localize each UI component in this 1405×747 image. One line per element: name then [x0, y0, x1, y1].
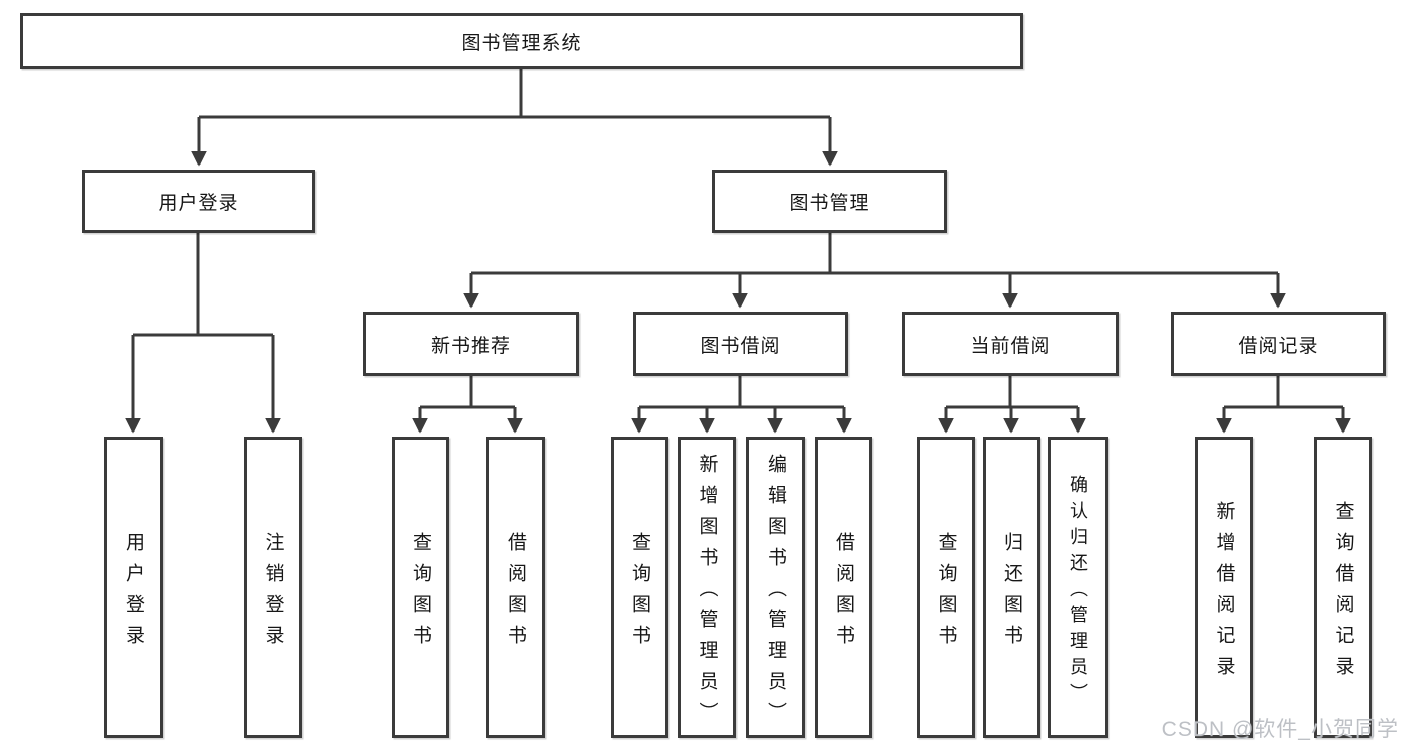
- leaf-borrow-books: 借阅图书: [815, 437, 872, 738]
- node-book-borrow-label: 图书借阅: [700, 335, 781, 357]
- node-new-book-recommend-label: 新书推荐: [430, 335, 511, 357]
- node-book-management: 图书管理: [712, 170, 947, 233]
- node-root-label: 图书管理系统: [461, 32, 582, 54]
- leaf-borrow-books-recommend-label: 借阅图书: [505, 531, 526, 656]
- leaf-query-books-recommend-label: 查询图书: [410, 531, 431, 656]
- node-user-login: 用户登录: [82, 170, 315, 233]
- node-book-management-label: 图书管理: [789, 193, 870, 214]
- node-borrow-records-label: 借阅记录: [1238, 335, 1319, 357]
- leaf-query-borrow-record: 查询借阅记录: [1314, 437, 1372, 738]
- leaf-query-borrow-record-label: 查询借阅记录: [1332, 500, 1354, 687]
- leaf-edit-books-admin: 编辑图书（管理员）: [746, 437, 805, 738]
- node-book-borrow: 图书借阅: [633, 312, 848, 376]
- leaf-query-books-borrow: 查询图书: [611, 437, 668, 738]
- leaf-query-books-current: 查询图书: [917, 437, 975, 738]
- leaf-query-books-current-label: 查询图书: [935, 531, 957, 656]
- leaf-confirm-return-admin: 确认归还（管理员）: [1048, 437, 1108, 738]
- leaf-borrow-books-label: 借阅图书: [833, 531, 854, 656]
- node-root: 图书管理系统: [20, 13, 1023, 69]
- leaf-user-login-label: 用户登录: [123, 531, 144, 656]
- node-borrow-records: 借阅记录: [1171, 312, 1386, 376]
- leaf-confirm-return-admin-label: 确认归还（管理员）: [1068, 474, 1088, 709]
- leaf-add-borrow-record: 新增借阅记录: [1195, 437, 1253, 738]
- leaf-edit-books-admin-label: 编辑图书（管理员）: [765, 454, 786, 733]
- node-current-borrow-label: 当前借阅: [970, 335, 1051, 357]
- leaf-add-borrow-record-label: 新增借阅记录: [1213, 500, 1235, 687]
- leaf-return-books: 归还图书: [983, 437, 1040, 738]
- leaf-logout-label: 注销登录: [262, 531, 284, 656]
- leaf-query-books-recommend: 查询图书: [392, 437, 449, 738]
- node-current-borrow: 当前借阅: [902, 312, 1119, 376]
- leaf-query-books-borrow-label: 查询图书: [629, 531, 650, 656]
- leaf-user-login: 用户登录: [104, 437, 163, 738]
- leaf-return-books-label: 归还图书: [1001, 531, 1022, 656]
- leaf-logout: 注销登录: [244, 437, 302, 738]
- leaf-borrow-books-recommend: 借阅图书: [486, 437, 545, 738]
- node-new-book-recommend: 新书推荐: [363, 312, 579, 376]
- node-user-login-label: 用户登录: [158, 193, 239, 214]
- csdn-watermark: CSDN @软件_小贺同学: [1161, 718, 1399, 741]
- leaf-add-books-admin-label: 新增图书（管理员）: [696, 454, 718, 733]
- leaf-add-books-admin: 新增图书（管理员）: [678, 437, 736, 738]
